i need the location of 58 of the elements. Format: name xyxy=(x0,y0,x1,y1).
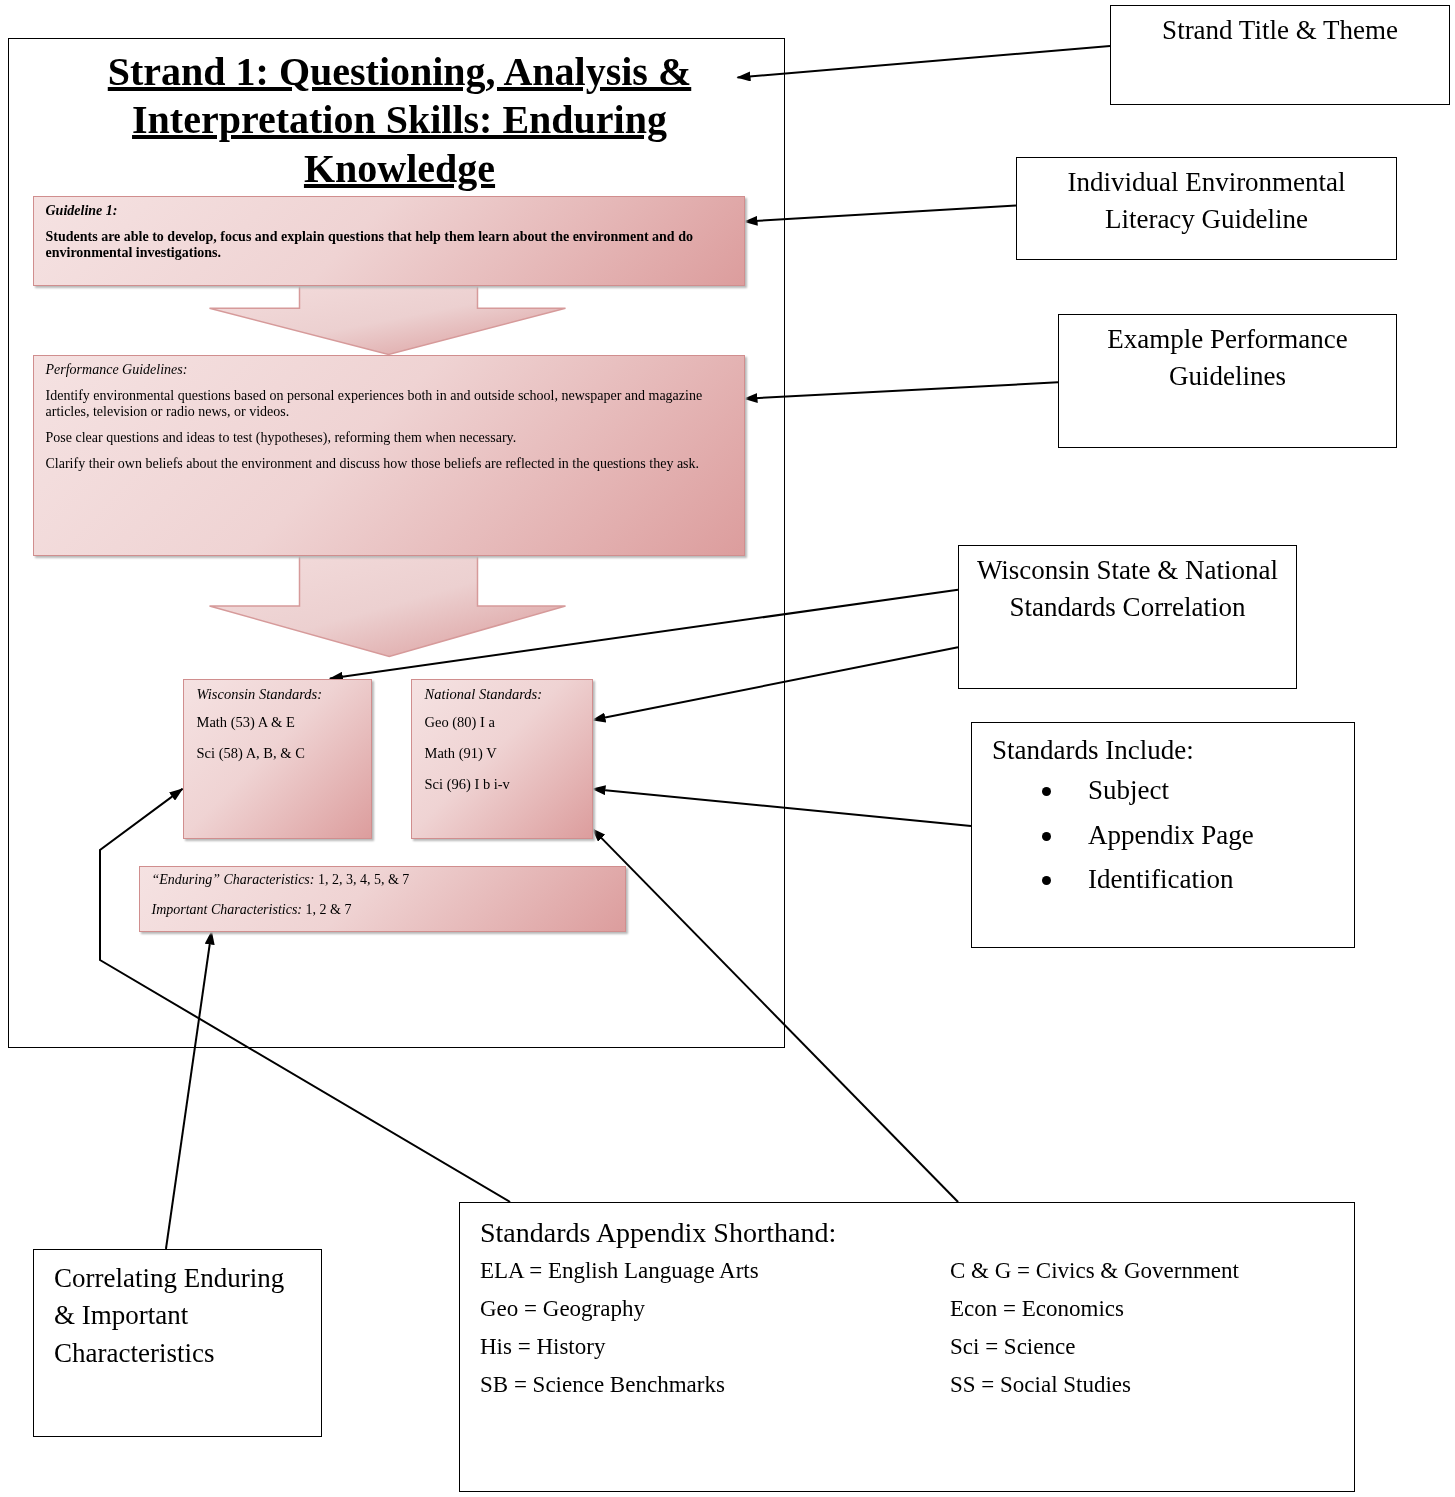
bullet-item: Subject xyxy=(1088,775,1169,806)
body-text: Sci (58) A, B, & C xyxy=(196,744,306,762)
box-heading: Performance Guidelines: xyxy=(45,361,189,378)
body-text: Important Characteristics: 1, 2 & 7 xyxy=(151,901,353,918)
shorthand-entry: Geo = Geography xyxy=(480,1295,646,1324)
callout-box xyxy=(459,1202,1355,1492)
body-text: Sci (96) I b i-v xyxy=(424,775,511,793)
heading-text: Strand 1: Questioning, Analysis & Interpretation Skills: Enduring Knowledge xyxy=(106,47,693,194)
leader-arrow xyxy=(164,930,215,1250)
shorthand-entry: SS = Social Studies xyxy=(950,1370,1133,1399)
callout-text: Example Performance Guidelines xyxy=(1106,323,1349,394)
guideline-box xyxy=(32,195,745,286)
block-arrow xyxy=(208,554,567,658)
bullet-item: Appendix Page xyxy=(1088,819,1254,850)
characteristics-box xyxy=(138,865,626,932)
box-heading: National Standards: xyxy=(424,685,543,703)
shorthand-entry: SB = Science Benchmarks xyxy=(480,1370,726,1399)
shorthand-entry: C & G = Civics & Government xyxy=(950,1257,1240,1286)
body-text: Pose clear questions and ideas to test (hypotheses), reforming them when necessary. xyxy=(45,429,518,446)
leader-arrow xyxy=(743,381,1059,404)
callout-box xyxy=(1110,5,1450,105)
body-text: Math (91) V xyxy=(424,744,498,762)
shorthand-entry: His = History xyxy=(480,1333,607,1361)
standards-box xyxy=(182,678,372,839)
callout-box xyxy=(958,545,1297,689)
box-heading: Wisconsin Standards: xyxy=(196,685,324,703)
body-text: Clarify their own beliefs about the environment and discuss how those beliefs are reflected in the questions they ask. xyxy=(45,455,701,472)
leader-arrow xyxy=(591,785,972,827)
callout-box xyxy=(33,1249,322,1437)
callout-heading: Standards Appendix Shorthand: xyxy=(480,1216,838,1250)
leader-arrow xyxy=(591,646,959,723)
body-text: “Enduring” Characteristics: 1, 2, 3, 4, 5, & 7 xyxy=(151,871,411,888)
body-text: Identify environmental questions based on personal experiences both in and outside school, newspaper and magazine articles, television or radio news, or videos. xyxy=(45,387,704,420)
shorthand-entry: ELA = English Language Arts xyxy=(480,1257,760,1286)
shorthand-entry: Econ = Economics xyxy=(950,1295,1125,1324)
callout-text: Individual Environmental Literacy Guideline xyxy=(1066,166,1347,237)
callout-text: Standards Include: xyxy=(992,734,1195,767)
callout-text: Wisconsin State & National Standards Correlation xyxy=(975,554,1280,625)
body-text: Students are able to develop, focus and explain questions that help them learn about the environment and do environmental investigations. xyxy=(45,228,694,261)
box-heading: Guideline 1: xyxy=(45,202,119,219)
callout-box xyxy=(1058,314,1397,448)
block-arrow xyxy=(208,284,567,356)
performance-guidelines-box xyxy=(32,354,745,556)
leader-arrow xyxy=(743,204,1017,226)
standards-box xyxy=(410,678,593,839)
bullet-item: Identification xyxy=(1088,864,1234,895)
leader-arrow xyxy=(328,588,959,682)
shorthand-entry: Sci = Science xyxy=(950,1333,1077,1361)
page-frame xyxy=(8,38,785,1048)
body-text: Math (53) A & E xyxy=(196,714,296,731)
leader-arrow xyxy=(591,827,960,1203)
callout-text: Strand Title & Theme xyxy=(1161,14,1399,47)
leader-arrow xyxy=(736,45,1111,82)
body-text: Geo (80) I a xyxy=(424,714,496,731)
callout-text: Correlating Enduring & Important Characteristics xyxy=(54,1262,286,1370)
callout-box xyxy=(1016,157,1397,260)
callout-box xyxy=(971,722,1355,948)
leader-arrow xyxy=(99,787,512,1203)
